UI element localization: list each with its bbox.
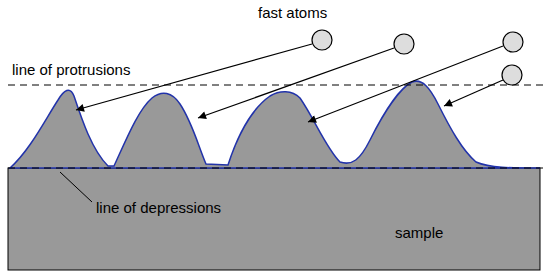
atom-trajectory bbox=[308, 46, 503, 122]
atom-trajectory bbox=[198, 48, 394, 118]
leader-line bbox=[60, 172, 92, 202]
sample-body bbox=[8, 168, 540, 270]
protrusion-label: line of protrusions bbox=[12, 61, 130, 79]
fast-atom bbox=[502, 65, 522, 85]
fast-atom bbox=[394, 34, 414, 54]
protrusion-line bbox=[8, 85, 545, 86]
rough-surface bbox=[10, 81, 540, 168]
atoms-label: fast atoms bbox=[258, 4, 327, 22]
fast-atom bbox=[503, 32, 523, 52]
fast-atom bbox=[312, 30, 332, 50]
depression-line bbox=[8, 168, 545, 169]
depression-label: line of depressions bbox=[96, 199, 221, 217]
atom-trajectory bbox=[444, 80, 503, 106]
sample-label: sample bbox=[395, 224, 443, 242]
